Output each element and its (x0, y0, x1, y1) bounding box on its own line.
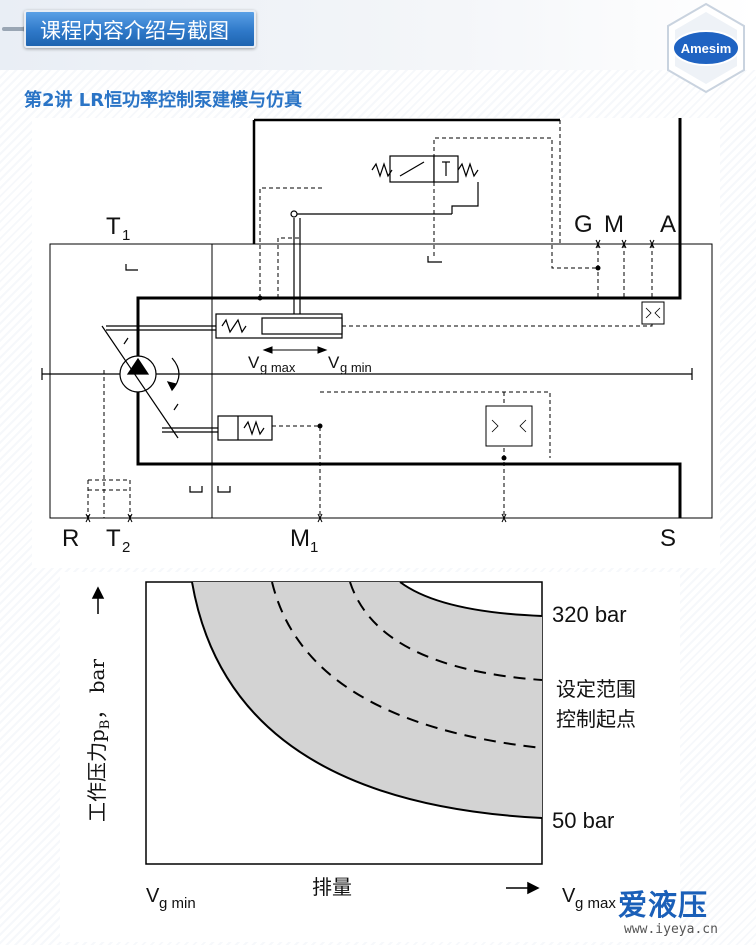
x-axis-label: 排量 (312, 875, 352, 899)
site-watermark: 爱液压 www.iyeya.cn (618, 882, 756, 944)
watermark-brand: 爱液压 (618, 888, 709, 922)
x-max-sub: g max (575, 895, 616, 912)
label-320-bar: 320 bar (552, 602, 627, 627)
curve-dashed-outer (349, 581, 543, 681)
port-t2-label: T (106, 525, 121, 552)
curve-dashed-inner (271, 581, 543, 749)
label-50-bar: 50 bar (552, 808, 614, 833)
power-curve-chart: 320 bar 50 bar 设定范围 控制起点 工作压力pB， bar V g… (60, 572, 680, 942)
port-m-label: M (604, 211, 624, 238)
watermark-url: www.iyeya.cn (624, 922, 718, 937)
port-t1-label: T (106, 213, 121, 240)
curve-320-bar (399, 581, 543, 617)
hydraulic-circuit-diagram: T 1 G M A R T 2 M 1 S V g max V g min (32, 118, 720, 568)
port-s-label: S (660, 525, 676, 552)
port-g-label: G (574, 211, 593, 238)
x-min-label: V (146, 885, 160, 907)
amesim-logo: Amesim (667, 2, 745, 94)
x-max-label: V (562, 885, 576, 907)
x-min-sub: g min (159, 895, 196, 912)
label-range-line2: 控制起点 (556, 708, 636, 731)
y-axis-label-tail: ， bar (85, 659, 109, 720)
port-m1-label: M (290, 525, 310, 552)
vg-min-sub: g min (340, 360, 372, 375)
port-r-label: R (62, 525, 79, 552)
power-setting-band (192, 582, 542, 818)
label-range-line1: 设定范围 (556, 678, 636, 701)
vg-max-sub: g max (260, 360, 296, 375)
course-banner-title: 课程内容介绍与截图 (24, 10, 256, 48)
vg-min-label: V (328, 353, 340, 372)
y-axis-label: 工作压力p (85, 729, 109, 822)
curve-50-bar (191, 581, 543, 819)
logo-text: Amesim (681, 41, 732, 56)
vg-max-label: V (248, 353, 260, 372)
port-m1-sub: 1 (310, 539, 318, 556)
port-a-label: A (660, 211, 676, 238)
lecture-subtitle: 第2讲 LR恒功率控制泵建模与仿真 (24, 90, 303, 111)
y-axis-label-sub: B (98, 720, 113, 730)
port-t2-sub: 2 (122, 539, 130, 556)
port-t1-sub: 1 (122, 227, 130, 244)
svg-text:工作压力pB， bar: 工作压力pB， bar (85, 659, 113, 822)
